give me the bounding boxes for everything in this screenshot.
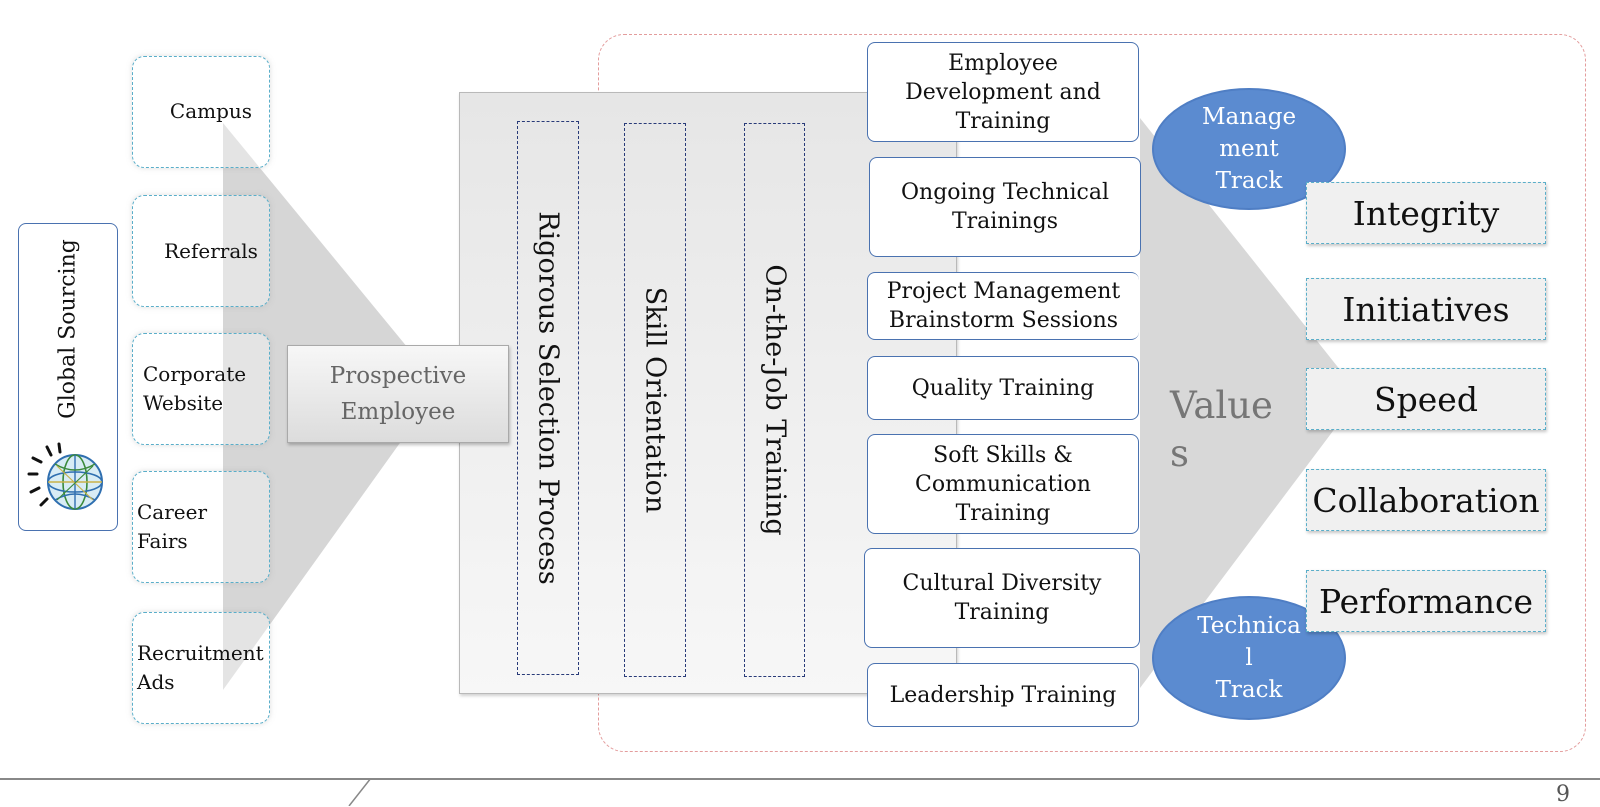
footer-rule [0,778,1600,780]
global-sourcing-box: Global Sourcing [18,223,118,531]
step-label: On-the-Job Training [759,264,790,536]
training-line: Communication [915,471,1091,497]
source-label-line1: Corporate [143,362,247,386]
footer-slash [348,778,372,806]
step-rigorous-selection: Rigorous Selection Process [517,121,579,675]
source-label-line2: Ads [137,670,175,694]
global-sourcing-label: Global Sourcing [55,239,81,419]
source-label-line1: Recruitment [137,641,264,665]
ellipse-line: Manage [1201,104,1297,130]
ellipse-line: Technica [1197,613,1301,639]
ellipse-line: l [1245,645,1253,671]
value-performance: Performance [1306,570,1546,632]
source-label-line1: Referrals [164,238,258,263]
values-label: Value s [1170,382,1273,478]
step-skill-orientation: Skill Orientation [624,123,686,677]
prospective-line2: Employee [340,399,456,425]
training-line: Project Management [886,279,1121,304]
training-line: Development and [905,79,1101,105]
value-speed: Speed [1306,368,1546,430]
source-recruitment-ads: Recruitment Ads [132,612,270,724]
value-initiatives: Initiatives [1306,278,1546,340]
prospective-employee-box: Prospective Employee [287,345,509,443]
training-leadership: Leadership Training [867,663,1139,727]
values-label-line1: Value [1170,384,1273,427]
source-label-line2: Website [143,391,224,415]
values-funnel [1140,118,1360,688]
training-line: Trainings [951,209,1059,234]
ellipse-line: Track [1215,168,1283,194]
training-quality: Quality Training [867,356,1139,420]
ellipse-line: Track [1215,677,1283,703]
training-line: Training [954,600,1050,625]
training-line: Quality Training [911,375,1095,401]
training-line: Soft Skills & [933,442,1073,468]
page-number: 9 [1556,782,1570,807]
training-line: Cultural Diversity [902,571,1102,596]
training-line: Brainstorm Sessions [888,308,1119,333]
source-referrals: Referrals [132,195,270,307]
training-line: Employee [948,50,1058,76]
source-label-line1: Campus [169,98,253,123]
value-collaboration: Collaboration [1306,469,1546,531]
value-integrity: Integrity [1306,182,1546,244]
training-line: Training [955,500,1051,526]
source-campus: Campus [132,56,270,168]
step-label: Rigorous Selection Process [532,211,564,585]
globe-logo-icon [27,442,103,510]
values-label-line2: s [1170,432,1189,475]
source-label-line2: Fairs [137,529,188,553]
training-line: Training [955,108,1051,134]
ellipse-line: ment [1219,136,1279,162]
training-line: Leadership Training [889,682,1117,708]
training-line: Ongoing Technical [901,180,1109,205]
step-on-the-job-training: On-the-Job Training [744,123,805,677]
prospective-line1: Prospective [329,363,467,389]
step-label: Skill Orientation [639,286,671,514]
source-label-line1: Career [137,500,208,524]
source-career-fairs: Career Fairs [132,471,270,583]
source-corporate-website: Corporate Website [132,333,270,445]
